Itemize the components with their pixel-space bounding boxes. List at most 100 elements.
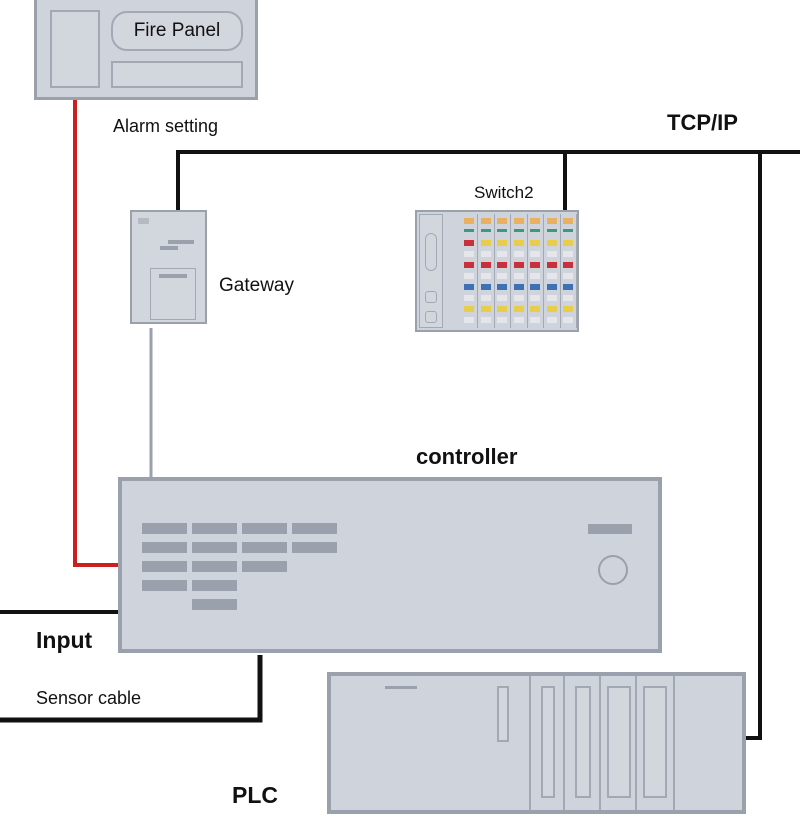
switch-terminal — [464, 317, 474, 323]
switch-terminal — [480, 229, 491, 232]
controller-key — [292, 523, 337, 534]
switch-terminal — [464, 218, 474, 224]
switch-terminal — [546, 251, 557, 257]
switch-round-port — [425, 311, 437, 323]
fire-panel-label-plate: Fire Panel — [111, 11, 243, 51]
switch-terminal — [530, 262, 540, 268]
switch-terminal — [513, 262, 524, 268]
switch-terminal — [497, 306, 507, 312]
switch-terminal-grid — [461, 214, 577, 328]
plc-drop-wire — [744, 152, 762, 740]
plc-module — [529, 676, 565, 810]
tcpip-bus-wire — [176, 150, 800, 212]
switch-terminal — [464, 273, 474, 279]
controller-key — [242, 542, 287, 553]
switch-terminal — [464, 229, 474, 232]
controller-device — [118, 477, 662, 653]
switch-terminal — [513, 229, 524, 232]
switch-terminal — [546, 229, 557, 232]
switch-terminal — [497, 273, 507, 279]
switch-terminal — [530, 240, 540, 246]
switch-terminal — [530, 218, 540, 224]
switch-terminal — [563, 306, 573, 312]
plc-module — [563, 676, 601, 810]
switch-terminal-column — [527, 214, 544, 328]
switch-terminal — [530, 251, 540, 257]
controller-key — [142, 561, 187, 572]
gateway-panel-bar — [159, 274, 187, 278]
switch-terminal — [464, 240, 474, 246]
plc-module — [635, 676, 675, 810]
switch-terminal — [563, 240, 573, 246]
switch-terminal — [464, 284, 474, 290]
switch-terminal — [513, 218, 524, 224]
fire-panel-label: Fire Panel — [133, 20, 221, 41]
controller-key — [192, 523, 237, 534]
switch-terminal — [546, 306, 557, 312]
switch-terminal — [563, 317, 573, 323]
switch-terminal — [546, 262, 557, 268]
gateway-indicator — [138, 218, 149, 224]
switch-terminal — [546, 284, 557, 290]
switch-terminal — [497, 284, 507, 290]
switch-terminal — [546, 273, 557, 279]
switch-terminal — [546, 240, 557, 246]
switch-terminal — [513, 317, 524, 323]
alarm-setting-label: Alarm setting — [113, 116, 219, 136]
controller-key — [192, 561, 237, 572]
switch-terminal — [480, 273, 491, 279]
switch-terminal — [497, 251, 507, 257]
gateway-label: Gateway — [219, 275, 294, 296]
switch-terminal — [480, 218, 491, 224]
switch-terminal-column — [511, 214, 528, 328]
switch-terminal-column — [461, 214, 478, 328]
plc-module — [599, 676, 637, 810]
switch-terminal — [480, 317, 491, 323]
gateway-device — [130, 210, 207, 324]
controller-key — [292, 542, 337, 553]
switch-terminal — [530, 229, 540, 232]
controller-display — [588, 524, 632, 534]
switch-terminal — [530, 317, 540, 323]
switch-terminal — [530, 306, 540, 312]
controller-key — [242, 523, 287, 534]
controller-knob — [598, 555, 628, 585]
switch-round-port — [425, 291, 437, 303]
tcpip-label: TCP/IP — [667, 110, 738, 135]
alarm-wire — [73, 100, 120, 567]
plc-cpu-slot — [497, 686, 509, 742]
fire-panel-device: Fire Panel — [34, 0, 258, 100]
switch-terminal — [480, 240, 491, 246]
switch-terminal — [530, 284, 540, 290]
switch-device — [415, 210, 579, 332]
switch-terminal — [497, 229, 507, 232]
switch-terminal — [563, 295, 573, 301]
switch-terminal — [464, 295, 474, 301]
switch-terminal — [530, 295, 540, 301]
switch-terminal — [497, 295, 507, 301]
gateway-bar — [160, 246, 178, 250]
sensor-cable-wire — [0, 655, 263, 723]
fire-panel-lower-slot — [111, 61, 243, 88]
switch-terminal — [464, 262, 474, 268]
switch-terminal — [513, 273, 524, 279]
switch-terminal — [497, 317, 507, 323]
switch-terminal — [563, 273, 573, 279]
fire-panel-left-slot — [50, 10, 100, 88]
switch-port — [425, 233, 437, 271]
switch-terminal — [480, 262, 491, 268]
switch-terminal — [480, 284, 491, 290]
switch-terminal — [563, 218, 573, 224]
plc-device — [327, 672, 746, 814]
switch-left-module — [419, 214, 443, 328]
controller-key — [142, 523, 187, 534]
controller-key — [142, 580, 187, 591]
switch-terminal — [513, 251, 524, 257]
switch-terminal — [464, 306, 474, 312]
switch-terminal — [464, 251, 474, 257]
switch-terminal — [497, 240, 507, 246]
controller-key — [192, 580, 237, 591]
switch-terminal-column — [544, 214, 561, 328]
switch-terminal — [497, 262, 507, 268]
